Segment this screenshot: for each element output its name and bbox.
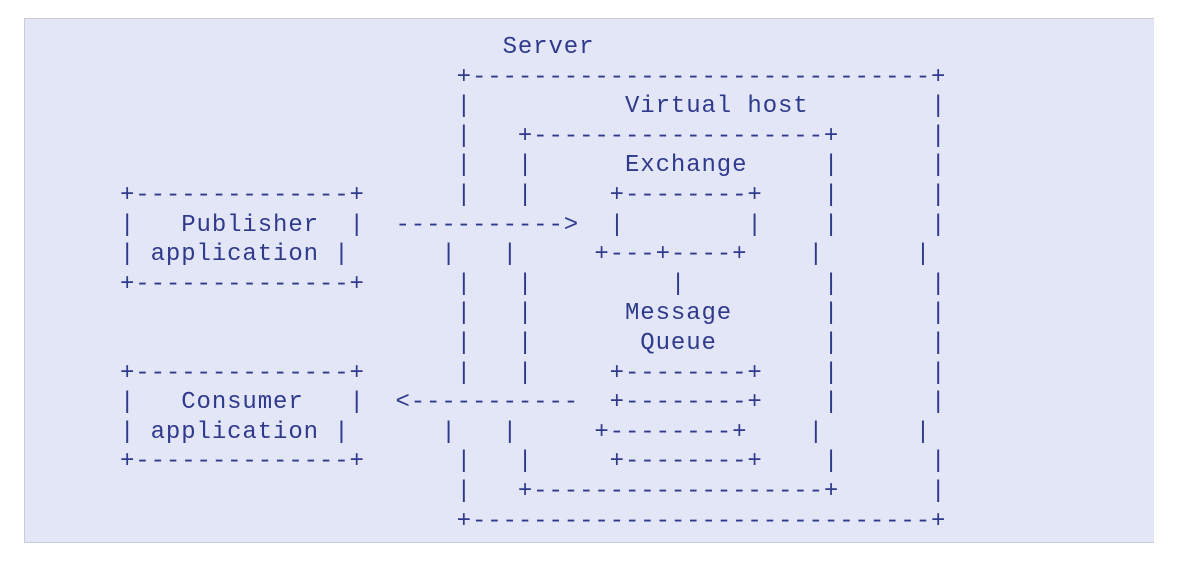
publisher-label-2: application xyxy=(150,241,319,269)
consumer-label-2: application xyxy=(150,418,319,446)
diagram-line: | +-------------------+ | xyxy=(120,122,947,150)
ascii-diagram: Server +------------------------------+ … xyxy=(120,33,946,536)
diagram-panel xyxy=(24,18,1154,543)
diagram-line: +--------------+ | | +--------+ | | xyxy=(120,181,947,209)
diagram-line: +--------------+ | | | | | xyxy=(120,270,947,298)
diagram-line: | Publisher | -----------> | | | | xyxy=(120,211,947,239)
message-queue-label-2: Queue xyxy=(640,329,717,357)
diagram-line: | | Message | | xyxy=(120,300,947,328)
diagram-line: | Consumer | <----------- +--------+ | | xyxy=(120,389,947,417)
message-queue-label: Message xyxy=(624,300,733,328)
diagram-line: | application | | | +---+----+ | | xyxy=(120,241,932,269)
diagram-line: Server xyxy=(120,34,594,61)
diagram-line: +------------------------------+ xyxy=(120,507,947,535)
publisher-label: Publisher xyxy=(181,211,319,239)
diagram-line: | application | | | +--------+ | | xyxy=(120,418,932,446)
diagram-line: | Virtual host | xyxy=(120,93,947,121)
virtual-host-label: Virtual host xyxy=(624,93,809,121)
diagram-line: +------------------------------+ xyxy=(120,63,947,91)
diagram-line: | | Queue | | xyxy=(120,329,947,357)
diagram-line: | +-------------------+ | xyxy=(120,477,947,505)
consumer-label: Consumer xyxy=(181,389,304,417)
diagram-line: | | Exchange | | xyxy=(120,152,947,180)
diagram-line: +--------------+ | | +--------+ | | xyxy=(120,448,947,476)
exchange-label: Exchange xyxy=(624,152,748,180)
diagram-line: +--------------+ | | +--------+ | | xyxy=(120,359,947,387)
server-label: Server xyxy=(502,34,595,61)
